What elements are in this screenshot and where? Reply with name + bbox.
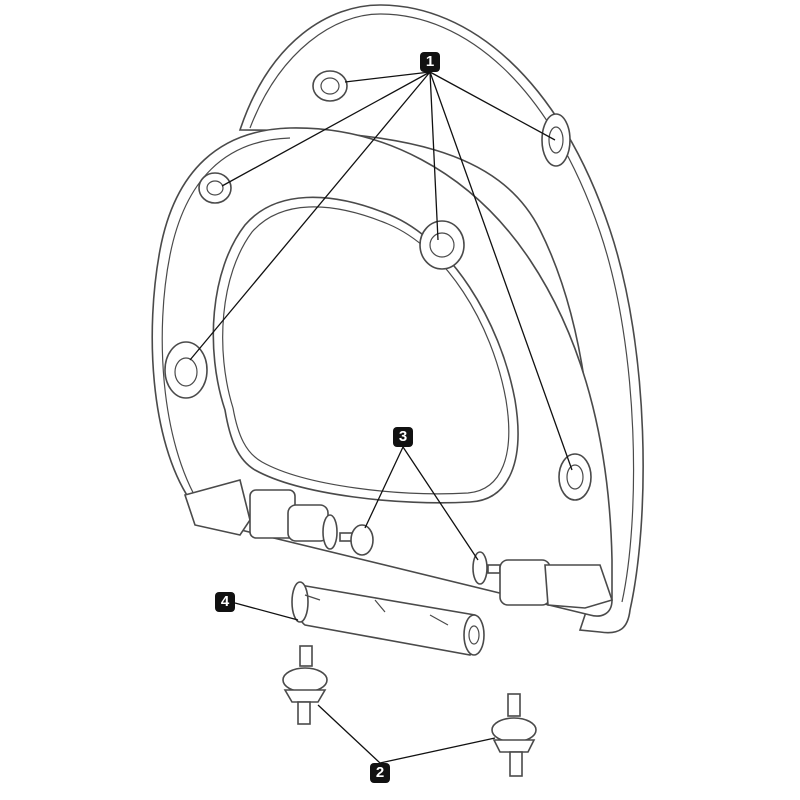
washer-right (472, 551, 488, 585)
cap-left (350, 524, 374, 556)
callout-3: 3 (393, 427, 413, 447)
callout-4: 4 (215, 592, 235, 612)
hinge-parts (183, 479, 614, 609)
hinge-rod (291, 581, 485, 656)
fixing-bolt-right (491, 693, 537, 777)
callout-2: 2 (370, 763, 390, 783)
bumpers (164, 70, 592, 501)
leader-lines (189, 71, 573, 764)
callout-1: 1 (420, 52, 440, 72)
lid (238, 4, 644, 634)
fixing-bolt-left (282, 645, 328, 725)
